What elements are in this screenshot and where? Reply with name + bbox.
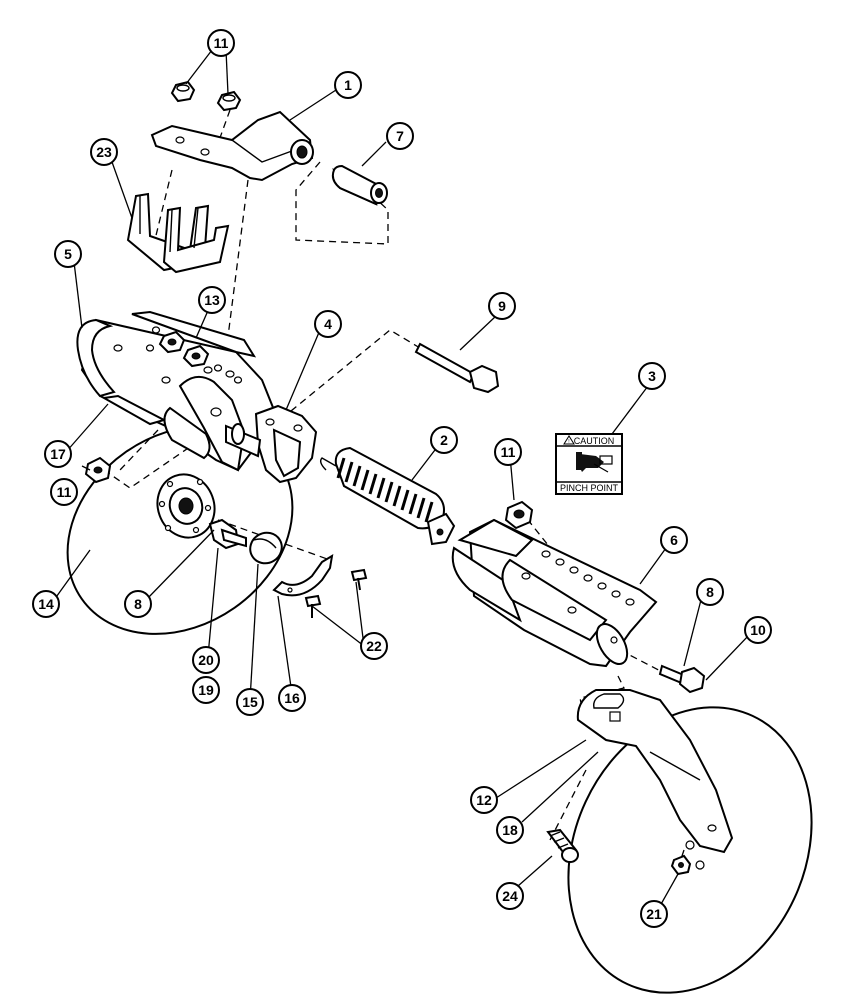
leader-lines (53, 49, 751, 907)
carriage-bolt (546, 828, 579, 863)
callout-label: 1 (344, 77, 352, 93)
callout-18: 18 (496, 816, 524, 844)
callout-10: 10 (744, 616, 772, 644)
callout-20: 20 (192, 646, 220, 674)
callout-label: 15 (242, 694, 258, 710)
u-bolt-bracket (126, 192, 230, 274)
decal-footer: PINCH POINT (560, 483, 619, 493)
callout-label: 23 (96, 144, 112, 160)
hex-nut-top-right (216, 90, 242, 112)
callout-13: 13 (198, 286, 226, 314)
callout-label: 11 (501, 444, 516, 460)
callout-8-left: 8 (124, 590, 152, 618)
hand-pinch-icon (576, 452, 613, 473)
callout-label: 22 (366, 638, 382, 654)
callout-label: 9 (498, 298, 506, 314)
callout-19: 19 (192, 676, 220, 704)
callout-label: 11 (57, 484, 72, 500)
hub-bearing (156, 473, 216, 539)
callout-22: 22 (360, 632, 388, 660)
callout-label: 16 (284, 690, 300, 706)
callout-24: 24 (496, 882, 524, 910)
hex-nut-right (504, 500, 534, 530)
callout-23: 23 (90, 138, 118, 166)
scraper-bracket (576, 689, 734, 854)
callout-7: 7 (386, 122, 414, 150)
hex-nut-top-left (170, 80, 196, 103)
callout-12: 12 (470, 786, 498, 814)
callout-label: 5 (64, 246, 72, 262)
callout-8-right: 8 (696, 578, 724, 606)
callout-label: 13 (204, 292, 220, 308)
callout-14: 14 (32, 590, 60, 618)
coil-spring (319, 446, 456, 546)
callout-label: 8 (706, 584, 714, 600)
spring-anchor (225, 404, 318, 484)
callout-label: 19 (198, 682, 214, 698)
dust-cap (249, 531, 283, 565)
callout-15: 15 (236, 688, 264, 716)
callout-11-right: 11 (494, 438, 522, 466)
callout-16: 16 (278, 684, 306, 712)
callout-1: 1 (334, 71, 362, 99)
callout-label: 14 (38, 596, 54, 612)
callout-6: 6 (660, 526, 688, 554)
right-frame-arm (451, 518, 658, 668)
callout-label: 4 (324, 316, 332, 332)
callout-label: 24 (502, 888, 518, 904)
callout-label: 11 (214, 35, 229, 51)
callout-label: 17 (50, 446, 66, 462)
callout-label: 6 (670, 532, 678, 548)
callout-label: 3 (648, 368, 656, 384)
hanger-bracket (150, 110, 314, 182)
callout-2: 2 (430, 426, 458, 454)
callout-label: 21 (646, 906, 662, 922)
right-disc-blade (567, 706, 813, 994)
long-bolt (414, 342, 500, 394)
cap-screws (304, 568, 368, 618)
hub-bolt (208, 518, 247, 550)
callout-label: 12 (476, 792, 492, 808)
bushing-sleeve (331, 164, 388, 206)
callout-label: 10 (750, 622, 766, 638)
grease-fittings (158, 330, 210, 368)
callout-17: 17 (44, 440, 72, 468)
callout-21: 21 (640, 900, 668, 928)
callout-11-left: 11 (50, 478, 78, 506)
callout-3: 3 (638, 362, 666, 390)
warning-triangle-icon: ! (563, 435, 575, 445)
callout-label: 18 (502, 822, 518, 838)
hex-nut-left (84, 456, 112, 484)
small-hex-nut (670, 854, 692, 876)
right-bolt (658, 664, 706, 694)
callout-label: 7 (396, 128, 404, 144)
callout-label: 2 (440, 432, 448, 448)
callout-4: 4 (314, 310, 342, 338)
callout-11-top: 11 (207, 29, 235, 57)
callout-5: 5 (54, 240, 82, 268)
callout-label: 8 (134, 596, 142, 612)
callout-9: 9 (488, 292, 516, 320)
mounting-clip (272, 554, 334, 597)
decal-header: CAUTION (574, 436, 615, 446)
svg-text:!: ! (568, 439, 569, 445)
callout-label: 20 (198, 652, 214, 668)
caution-decal: ! CAUTION PINCH POINT (555, 433, 623, 495)
